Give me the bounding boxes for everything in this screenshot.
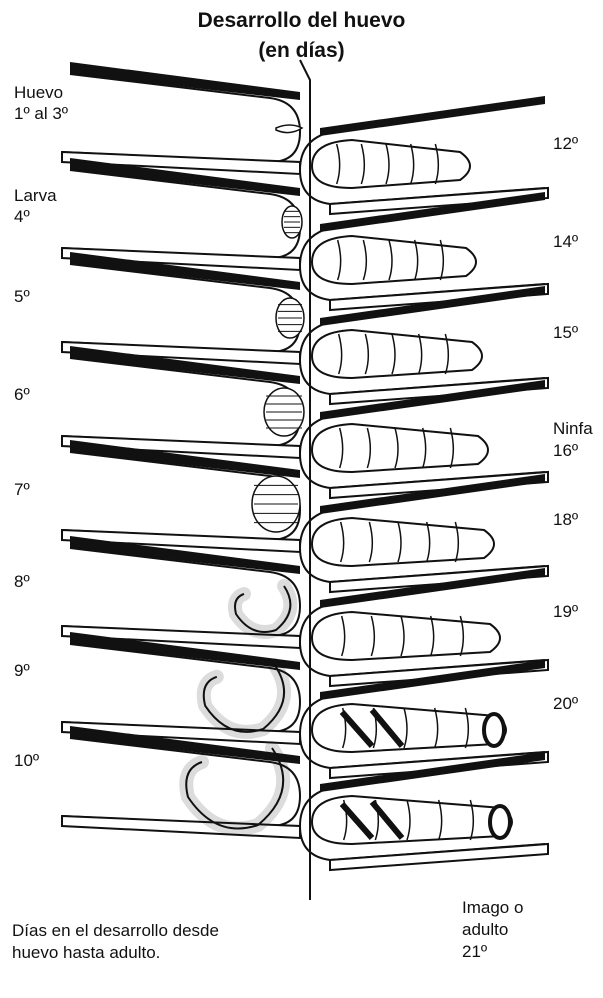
label-day-5: 5º xyxy=(14,287,30,307)
developing-bee xyxy=(312,424,488,472)
cell-shelf xyxy=(330,844,548,870)
label-day-4: 4º xyxy=(14,207,30,227)
label-day-19: 19º xyxy=(553,602,578,622)
compound-eye xyxy=(490,806,510,838)
developing-bee xyxy=(312,518,494,566)
label-adulto: adulto xyxy=(462,920,508,940)
developing-bee xyxy=(312,612,500,660)
cell-top-wall xyxy=(320,96,545,136)
caption-line2: huevo hasta adulto. xyxy=(12,942,160,963)
developing-bee xyxy=(312,140,470,188)
label-larva: Larva xyxy=(14,186,57,206)
cell-outline xyxy=(62,548,300,636)
label-day-14: 14º xyxy=(553,232,578,252)
cell-outline xyxy=(62,74,300,162)
cell-top-wall xyxy=(70,62,300,100)
developing-bee xyxy=(312,236,476,284)
label-day-16: 16º xyxy=(553,441,578,461)
developing-bee xyxy=(312,704,506,752)
label-day-18: 18º xyxy=(553,510,578,530)
label-ninfa: Ninfa xyxy=(553,419,593,439)
label-day-10: 10º xyxy=(14,751,39,771)
developing-bee xyxy=(312,330,482,378)
label-day-12: 12º xyxy=(553,134,578,154)
developing-bee xyxy=(312,796,512,844)
label-huevo: Huevo xyxy=(14,83,63,103)
label-day-15: 15º xyxy=(553,323,578,343)
right-cells xyxy=(300,96,548,870)
label-days-1-3: 1º al 3º xyxy=(14,104,68,124)
label-day-8: 8º xyxy=(14,572,30,592)
label-day-20: 20º xyxy=(553,694,578,714)
cell-outline xyxy=(62,358,300,446)
left-stages xyxy=(186,125,304,829)
label-day-9: 9º xyxy=(14,661,30,681)
label-day-6: 6º xyxy=(14,385,30,405)
egg xyxy=(276,125,302,133)
label-day-7: 7º xyxy=(14,480,30,500)
cell-outline xyxy=(62,264,300,352)
caption-line1: Días en el desarrollo desde xyxy=(12,920,219,941)
label-day-21: 21º xyxy=(462,942,487,962)
label-imago: Imago o xyxy=(462,898,523,918)
cell-outline xyxy=(62,170,300,258)
compound-eye xyxy=(484,714,504,746)
